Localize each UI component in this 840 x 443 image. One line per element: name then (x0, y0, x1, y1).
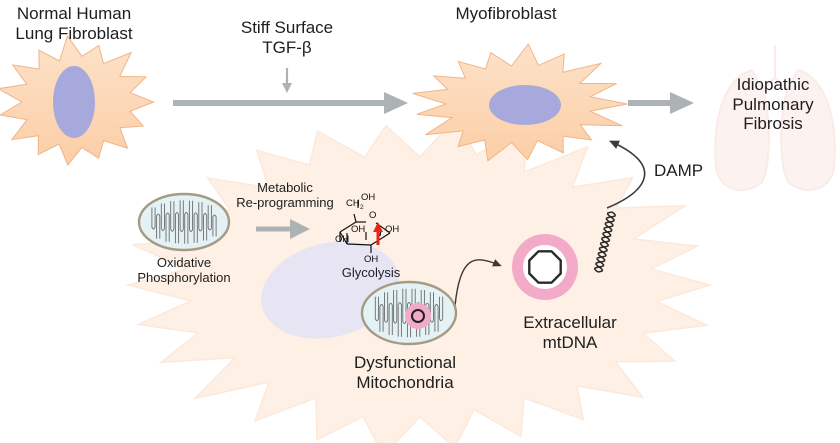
reprogramming-arrow (256, 219, 310, 239)
glucose-ring-oxygen: O (369, 210, 376, 221)
dysfunctional-mitochondrion (360, 280, 458, 346)
ipf-label-line1: Idiopathic (736, 75, 810, 94)
normal-fibroblast-cell (0, 35, 155, 166)
extracellular-mtdna-label: Extracellular mtDNA (523, 313, 617, 352)
dysfunctional-label-line2: Mitochondria (356, 372, 454, 392)
ipf-label: Idiopathic Pulmonary Fibrosis (732, 75, 813, 134)
normal-fibroblast-label: Normal Human Lung Fibroblast (15, 4, 132, 43)
stimulus-label-line1: Stiff Surface (240, 18, 334, 37)
stimulus-label: Stiff Surface TGF-β (241, 18, 333, 57)
glucose-oh-right: OH (385, 224, 399, 235)
dysfunctional-mito-label: Dysfunctional Mitochondria (354, 353, 456, 392)
normal-fibroblast-label-line2: Lung Fibroblast (15, 23, 133, 43)
mtdna-pink-halo (405, 303, 431, 329)
normal-fibroblast-nucleus (53, 66, 95, 138)
mtdna-small-circle (411, 309, 425, 323)
glycolysis-label: Glycolysis (341, 265, 401, 280)
glucose-oh-bottom: OH (364, 254, 378, 265)
stimulus-label-line2: TGF-β (262, 37, 312, 57)
extracellular-label-line1: Extracellular (523, 313, 617, 332)
damp-label: DAMP (654, 161, 704, 180)
myofibroblast-cell (412, 43, 628, 162)
glucose-molecule: CH 2 OH O OH OH OH OH (335, 192, 399, 265)
extracellular-mtdna-icon (512, 234, 578, 300)
glucose-oh-top: OH (361, 192, 375, 203)
oxphos-label-line2: Phosphorylation (137, 269, 231, 285)
healthy-mitochondrion (137, 192, 231, 252)
ipf-label-line2: Pulmonary (732, 94, 814, 114)
myofibroblast-label: Myofibroblast (455, 4, 557, 23)
ipf-label-line3: Fibrosis (743, 114, 803, 134)
dysfunctional-label-line1: Dysfunctional (353, 353, 457, 372)
oxphos-label: Oxidative Phosphorylation (137, 255, 231, 286)
damp-arrow (606, 140, 646, 209)
myofibroblast-nucleus (489, 85, 561, 125)
dna-strand-icon (593, 211, 617, 273)
metabolic-label: Metabolic Re-programming (236, 180, 334, 211)
glucose-oh-mid: OH (351, 224, 365, 235)
ipf-arrow (628, 92, 694, 114)
transition-arrow (173, 92, 408, 114)
glycolysis-red-arrowhead (373, 222, 383, 232)
glucose-ch2oh-label: CH (346, 198, 360, 209)
extracellular-label-line2: mtDNA (542, 332, 598, 352)
glucose-oh-left: OH (335, 234, 349, 245)
stimulus-arrow (282, 68, 292, 93)
mtdna-release-arrow (454, 259, 502, 307)
metabolic-label-line1: Metabolic (257, 180, 313, 195)
glucose-subscript-2: 2 (360, 204, 364, 211)
oxphos-label-line1: Oxidative (156, 255, 212, 270)
normal-fibroblast-label-line1: Normal Human (16, 4, 132, 23)
lungs-illustration (714, 45, 836, 191)
metabolic-label-line2: Re-programming (236, 194, 334, 210)
